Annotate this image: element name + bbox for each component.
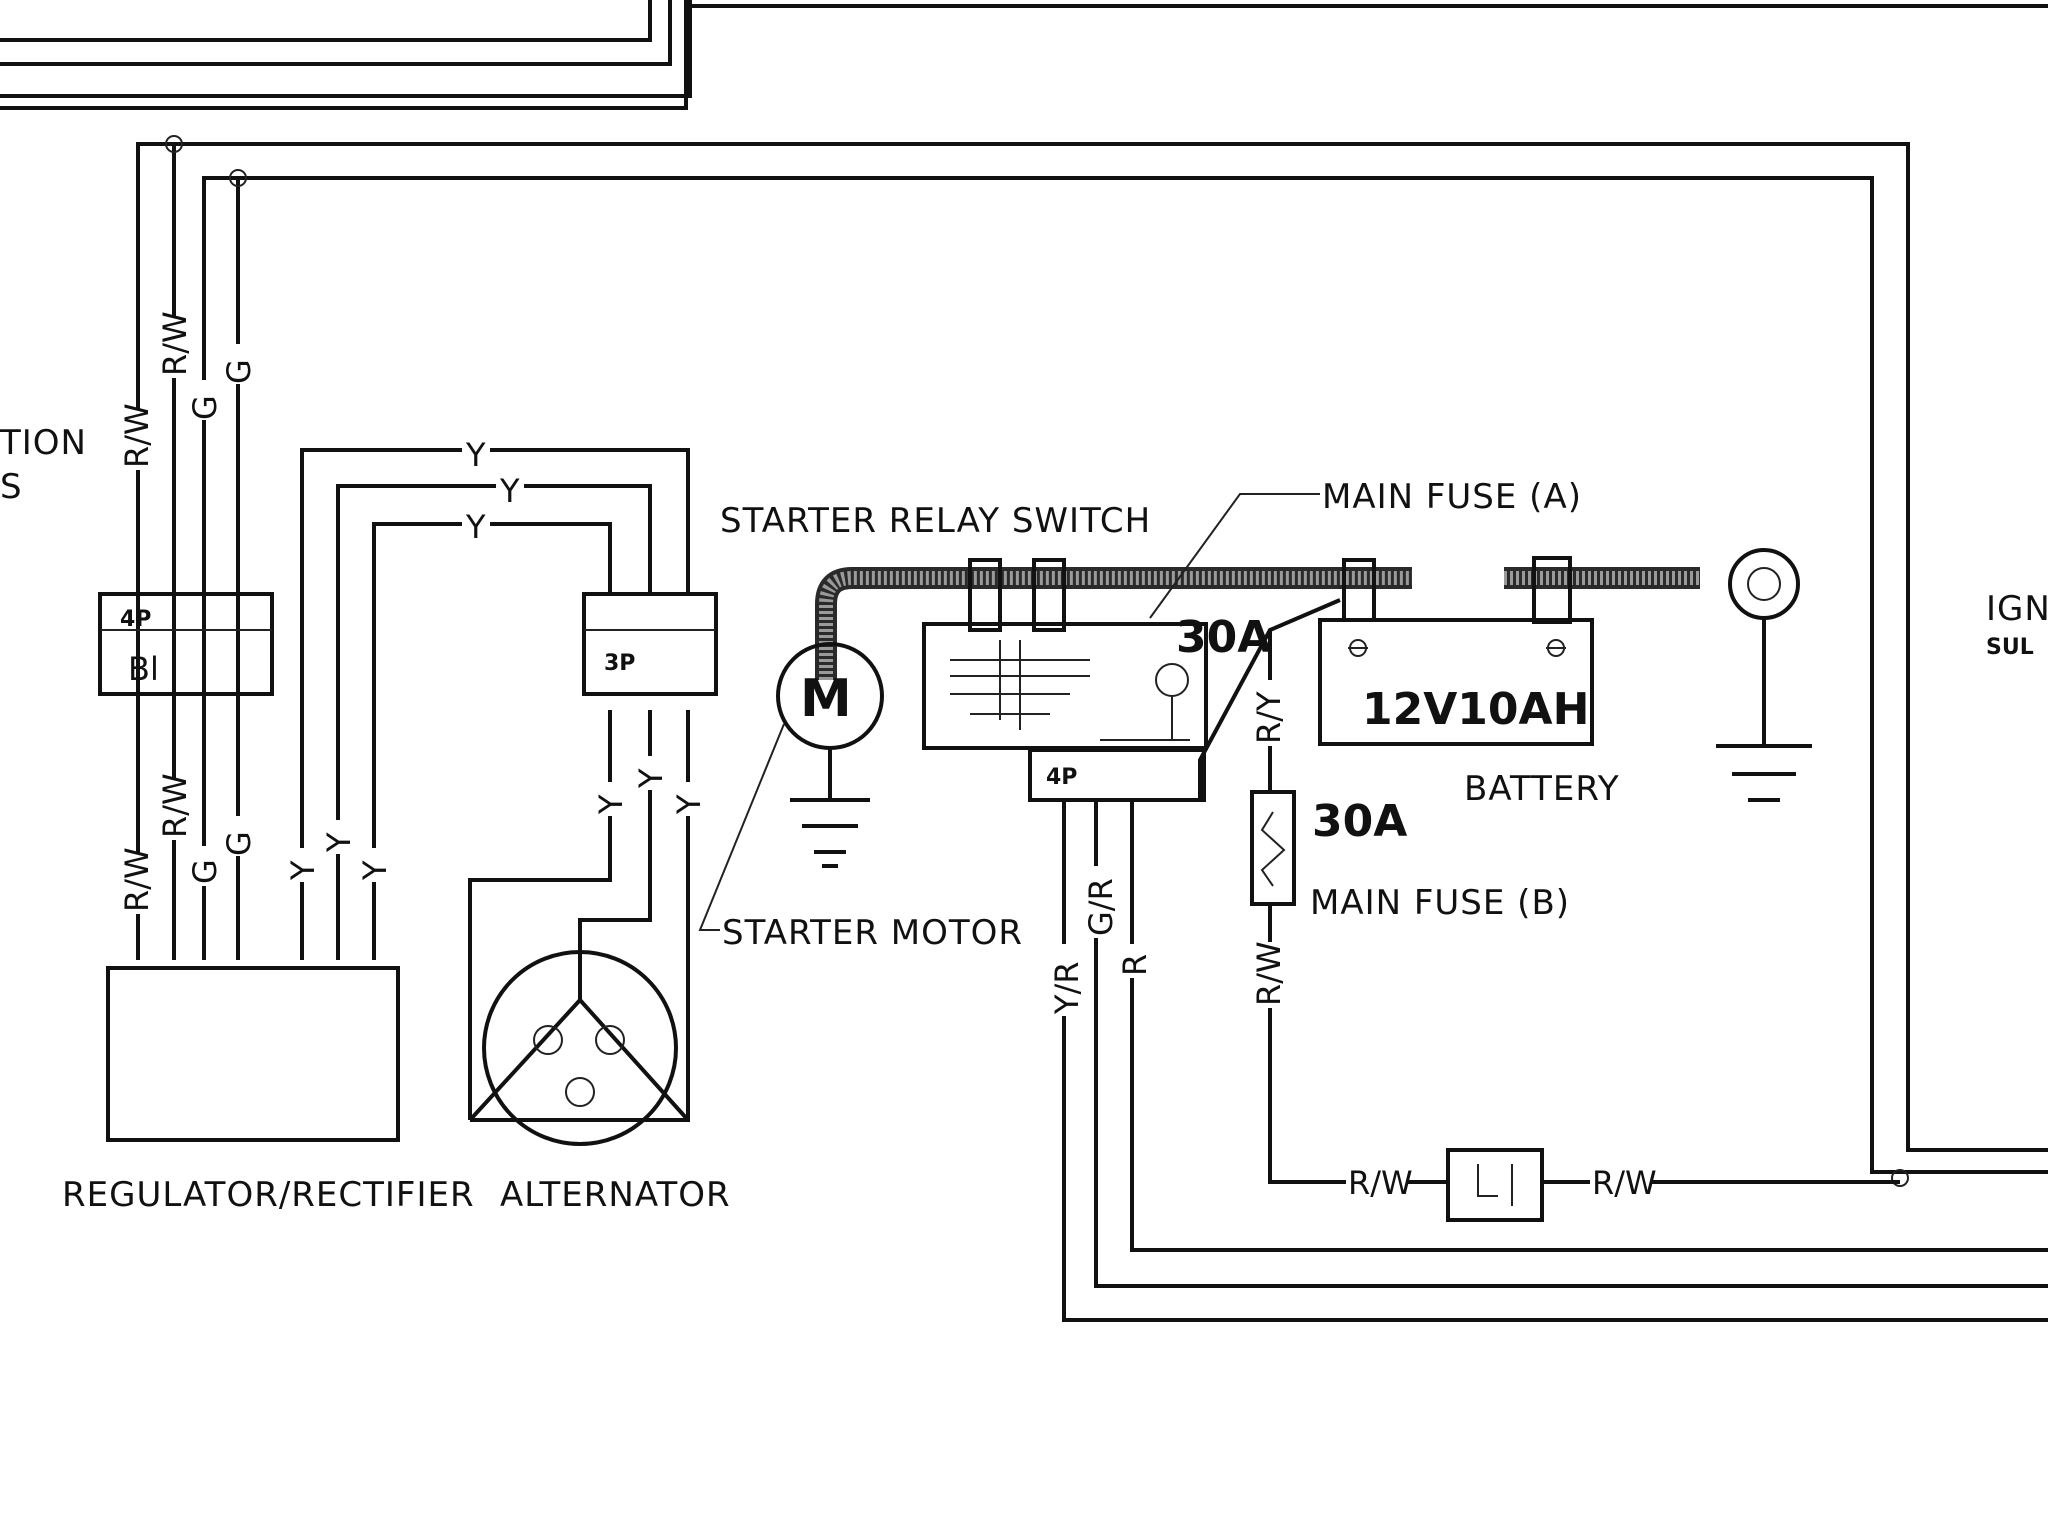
- regulator-rectifier-label: REGULATOR/RECTIFIER: [62, 1175, 475, 1215]
- battery-label: BATTERY: [1464, 769, 1620, 809]
- battery-cables: [815, 567, 1700, 680]
- relay-connector-label: 4P: [1046, 765, 1077, 790]
- svg-text:Y: Y: [465, 508, 486, 546]
- svg-text:G: G: [186, 395, 224, 420]
- left-edge-label-1: TION: [0, 423, 87, 463]
- svg-text:R/W: R/W: [1348, 1164, 1413, 1202]
- main-fuse-a-label: MAIN FUSE (A): [1322, 477, 1582, 517]
- regulator-connector: [98, 592, 274, 696]
- top-harness: [0, 0, 2048, 110]
- starter-motor-label: STARTER MOTOR: [722, 913, 1023, 953]
- splice-icon: [229, 169, 247, 187]
- motor-symbol: M: [800, 669, 852, 729]
- svg-text:Y: Y: [465, 436, 486, 474]
- alternator-icon: [468, 950, 690, 1146]
- svg-text:R/Y: R/Y: [1250, 691, 1288, 744]
- battery-rating: 12V10AH: [1362, 684, 1589, 735]
- alternator-connector-label: 3P: [604, 651, 635, 676]
- svg-text:R/W: R/W: [118, 847, 156, 912]
- starter-motor-icon: [776, 642, 884, 868]
- regulator-connector-label: 4P: [120, 607, 151, 632]
- svg-text:R/W: R/W: [156, 773, 194, 838]
- charging-harness: [136, 135, 2048, 1187]
- right-edge-label-1: IGN: [1986, 589, 2048, 629]
- svg-text:G: G: [186, 859, 224, 884]
- regulator-rectifier-box: [106, 966, 400, 1142]
- wire-labels-right: R/Y R/W R/W R/W Y/R G/R R: [1046, 680, 1657, 1202]
- svg-text:Y: Y: [670, 794, 708, 815]
- svg-text:G/R: G/R: [1082, 878, 1120, 936]
- alternator-label: ALTERNATOR: [500, 1175, 731, 1215]
- fuse-b-rating: 30A: [1312, 796, 1407, 847]
- starter-relay-switch: [922, 558, 1208, 802]
- svg-text:Y/R: Y/R: [1048, 961, 1086, 1015]
- splice-icon: [165, 135, 183, 153]
- alternator-connector: [582, 592, 718, 696]
- svg-text:R: R: [1116, 954, 1154, 976]
- svg-text:Y: Y: [632, 768, 670, 789]
- main-fuse-b-label: MAIN FUSE (B): [1310, 883, 1570, 923]
- wire-labels-left: R/W R/W G G R/W R/W G G Y Y Y Y Y Y Y Y …: [118, 311, 708, 914]
- svg-text:Y: Y: [499, 472, 520, 510]
- splice-icon: [1891, 1169, 1909, 1187]
- svg-text:R/W: R/W: [118, 403, 156, 468]
- svg-text:Y: Y: [356, 860, 394, 881]
- regulator-connector-color: Bl: [128, 650, 159, 688]
- starter-motor-leader: [698, 723, 785, 931]
- battery-icon: [1318, 556, 1594, 746]
- svg-text:R/W: R/W: [1592, 1164, 1657, 1202]
- ground-terminal: [1716, 548, 1812, 802]
- svg-text:R/W: R/W: [1250, 941, 1288, 1006]
- svg-text:Y: Y: [320, 832, 358, 853]
- starter-relay-switch-label: STARTER RELAY SWITCH: [720, 501, 1151, 541]
- right-edge-label-2: SUL: [1986, 635, 2034, 660]
- svg-text:G: G: [220, 831, 258, 856]
- svg-text:Y: Y: [284, 860, 322, 881]
- svg-text:R/W: R/W: [156, 311, 194, 376]
- left-edge-label-2: S: [0, 467, 23, 507]
- svg-text:Y: Y: [592, 794, 630, 815]
- svg-text:G: G: [220, 359, 258, 384]
- alternator-wires: [300, 448, 690, 1122]
